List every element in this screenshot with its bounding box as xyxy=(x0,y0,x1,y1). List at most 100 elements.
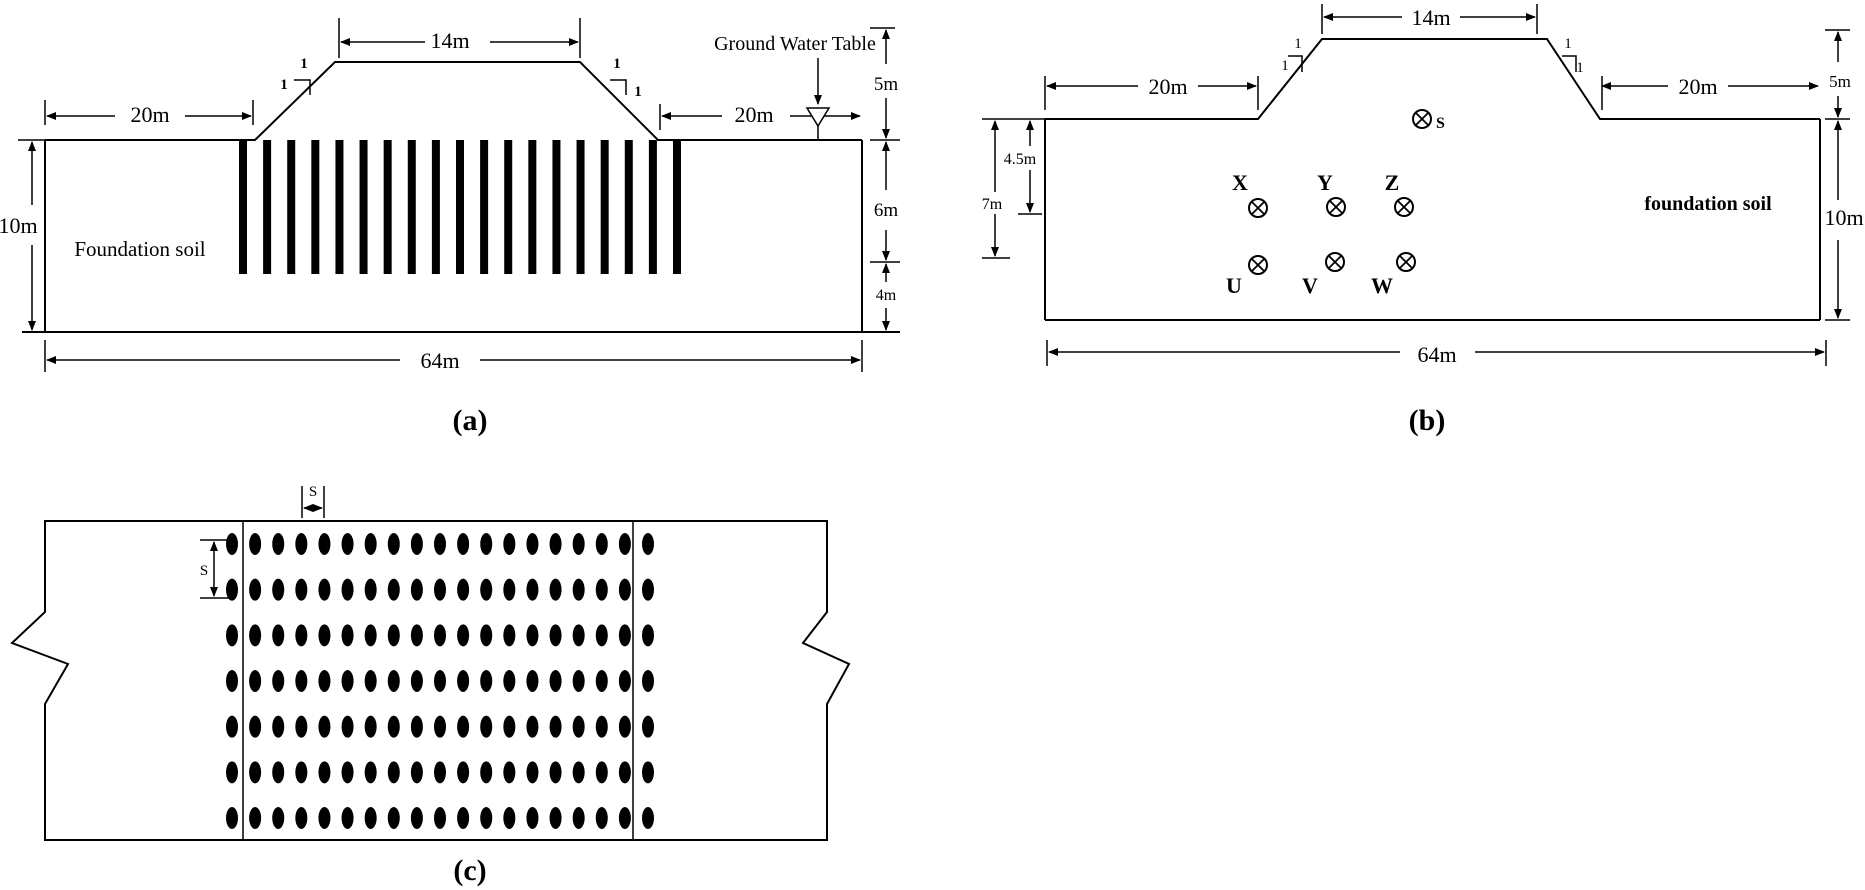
column-plan-dot xyxy=(410,578,423,601)
panel-c: S S (c) xyxy=(10,484,851,887)
column-plan-dot xyxy=(387,761,400,784)
monitoring-point-cross xyxy=(1251,201,1265,215)
stone-column xyxy=(431,140,440,274)
column-plan-dot xyxy=(318,533,331,555)
column-plan-dot xyxy=(642,670,654,692)
column-plan-dot xyxy=(618,533,631,555)
column-plan-dot xyxy=(642,807,654,829)
a-right-berm-label: 20m xyxy=(734,102,773,127)
column-plan-dot xyxy=(387,715,400,738)
column-plan-dot xyxy=(318,578,331,601)
column-plan-dot xyxy=(272,761,285,784)
column-plan-dot xyxy=(526,715,539,738)
b-caption: (b) xyxy=(1409,404,1446,437)
column-plan-dot xyxy=(410,670,423,692)
column-plan-dot xyxy=(618,578,631,601)
column-plan-dot xyxy=(295,670,308,692)
column-plan-dot xyxy=(387,533,400,555)
column-plan-dot xyxy=(364,624,377,647)
column-plan-dot xyxy=(595,761,608,784)
c-spacing-h-label: S xyxy=(309,484,317,500)
column-plan-dot xyxy=(318,624,331,647)
column-plan-dot xyxy=(618,807,631,829)
column-plan-dot xyxy=(549,761,562,784)
column-plan-dot xyxy=(249,807,262,829)
column-plan-dot xyxy=(572,578,585,601)
column-plan-dot xyxy=(595,624,608,647)
b-depth-x-label: 4.5m xyxy=(1004,151,1037,168)
column-plan-dot xyxy=(434,578,446,601)
column-plan-dot xyxy=(503,670,516,692)
column-plan-dot xyxy=(295,715,308,738)
column-plan-dot xyxy=(272,578,285,601)
column-plan-dot xyxy=(387,807,400,829)
b-slope-marker-right xyxy=(1562,55,1577,72)
column-plan-dot xyxy=(480,533,493,555)
column-plan-dot xyxy=(480,624,493,647)
column-plan-dot xyxy=(341,624,354,647)
a-left-berm-label: 20m xyxy=(130,102,169,127)
column-plan-dot xyxy=(364,578,377,601)
column-plan-dot xyxy=(595,715,608,738)
stone-column xyxy=(552,140,561,274)
column-plan-dot xyxy=(295,533,308,555)
a-slope-label: 1 xyxy=(300,56,308,72)
column-plan-dot xyxy=(226,715,238,738)
column-plan-dot xyxy=(434,807,446,829)
column-plan-dot xyxy=(642,624,654,647)
b-right-berm-label: 20m xyxy=(1678,74,1717,99)
column-plan-dot xyxy=(457,715,470,738)
monitoring-point-cross xyxy=(1415,112,1429,126)
a-emb-height-label: 5m xyxy=(874,74,899,95)
panel-a-surface xyxy=(45,61,862,141)
column-plan-dot xyxy=(272,670,285,692)
column-plan-dot xyxy=(226,807,238,829)
stone-column xyxy=(504,140,513,274)
column-plan-dot xyxy=(318,761,331,784)
column-plan-dot xyxy=(572,761,585,784)
column-plan-dot xyxy=(295,761,308,784)
column-plan-dot xyxy=(341,533,354,555)
a-caption: (a) xyxy=(453,404,488,437)
a-col-length-label: 6m xyxy=(874,200,899,221)
monitoring-point-label: U xyxy=(1226,273,1242,298)
panel-a-columns xyxy=(239,140,681,274)
column-plan-dot xyxy=(595,578,608,601)
b-slope-label: 1 xyxy=(1281,58,1289,74)
column-plan-dot xyxy=(526,624,539,647)
column-plan-dot xyxy=(364,715,377,738)
stone-column xyxy=(576,140,585,274)
a-gwt-triangle xyxy=(805,107,831,128)
column-plan-dot xyxy=(387,670,400,692)
column-plan-dot xyxy=(526,578,539,601)
column-plan-dot xyxy=(503,624,516,647)
column-plan-dot xyxy=(595,807,608,829)
monitoring-point-label: Y xyxy=(1317,170,1333,195)
a-height-label: 10m xyxy=(0,213,38,238)
column-plan-dot xyxy=(364,670,377,692)
column-plan-dot xyxy=(549,670,562,692)
column-plan-dot xyxy=(341,807,354,829)
a-crest-label: 14m xyxy=(430,28,469,53)
column-plan-dot xyxy=(249,715,262,738)
column-plan-dot xyxy=(341,578,354,601)
column-plan-dot xyxy=(226,670,238,692)
b-slope-marker-left xyxy=(1288,55,1303,72)
a-slope-marker-left xyxy=(294,79,311,95)
column-plan-dot xyxy=(618,715,631,738)
column-plan-dot xyxy=(526,761,539,784)
column-plan-dot xyxy=(549,715,562,738)
monitoring-point-cross xyxy=(1329,200,1343,214)
panel-b: 20m 14m 1 1 1 1 20m 5m 10m xyxy=(982,4,1864,437)
b-slope-label: 1 xyxy=(1564,36,1572,52)
b-left-berm-label: 20m xyxy=(1148,74,1187,99)
column-plan-dot xyxy=(618,761,631,784)
monitoring-point-cross xyxy=(1399,255,1413,269)
column-plan-dot xyxy=(410,807,423,829)
stone-column xyxy=(335,140,344,274)
monitoring-point-label: S xyxy=(1436,115,1445,132)
stone-column xyxy=(528,140,537,274)
b-height-label: 10m xyxy=(1824,205,1863,230)
column-plan-dot xyxy=(549,578,562,601)
